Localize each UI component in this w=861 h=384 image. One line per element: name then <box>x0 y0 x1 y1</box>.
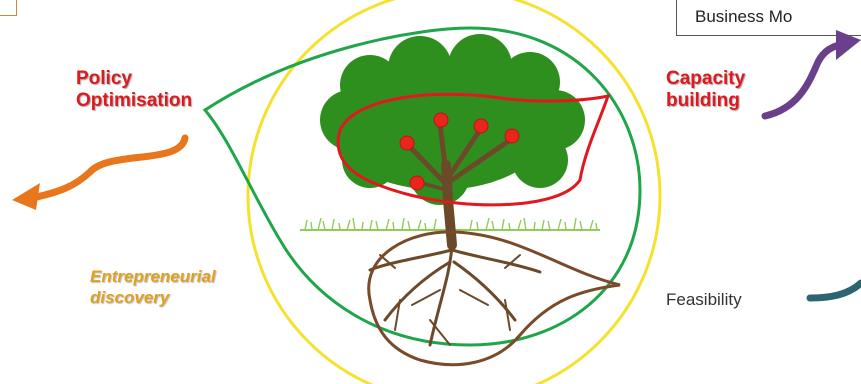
capacity-line-2: building <box>666 90 745 112</box>
policy-line-2: Optimisation <box>76 90 192 112</box>
entrepreneurial-discovery-label: Entrepreneurial discovery <box>90 266 216 308</box>
policy-line-1: Policy <box>76 68 192 90</box>
teal-curved-arrow <box>810 283 861 298</box>
policy-optimisation-label: Policy Optimisation <box>76 68 192 112</box>
tree-roots <box>370 245 540 345</box>
entrepreneurial-line-2: discovery <box>90 287 216 308</box>
entrepreneurial-line-1: Entrepreneurial <box>90 266 216 287</box>
capacity-building-label: Capacity building <box>666 68 745 112</box>
orange-curved-arrow <box>12 138 185 210</box>
capacity-line-1: Capacity <box>666 68 745 90</box>
purple-curved-arrow <box>765 30 861 116</box>
feasibility-label: Feasibility <box>666 290 742 310</box>
